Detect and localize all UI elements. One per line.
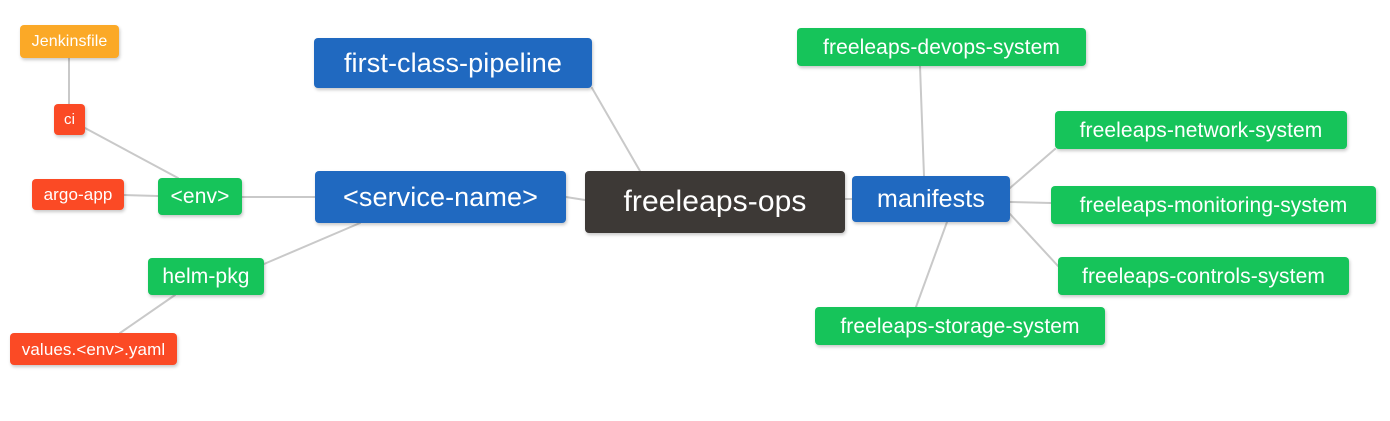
node-label: <service-name> <box>343 181 538 212</box>
node-label: freeleaps-storage-system <box>840 314 1080 338</box>
node-label: freeleaps-devops-system <box>823 35 1060 59</box>
node-freeleaps-storage-system[interactable]: freeleaps-storage-system <box>815 307 1105 345</box>
node-helm-pkg[interactable]: helm-pkg <box>148 258 264 295</box>
node-freeleaps-monitoring-system[interactable]: freeleaps-monitoring-system <box>1051 186 1376 224</box>
node-freeleaps-network-system[interactable]: freeleaps-network-system <box>1055 111 1347 149</box>
node-freeleaps-devops-system[interactable]: freeleaps-devops-system <box>797 28 1086 66</box>
node-label: manifests <box>877 184 985 213</box>
node-label: helm-pkg <box>162 265 250 288</box>
node-label: values.<env>.yaml <box>21 339 166 359</box>
node-label: freeleaps-network-system <box>1079 118 1323 142</box>
node-label: <env> <box>170 185 230 208</box>
edge-manifests-to-freeleaps-storage-system <box>915 221 948 308</box>
node-label: Jenkinsfile <box>31 32 108 50</box>
edge-ci-to-env <box>84 127 179 179</box>
node-freeleaps-ops[interactable]: freeleaps-ops <box>585 171 845 233</box>
node-label: freeleaps-ops <box>623 185 807 218</box>
edge-service-name-to-freeleaps-ops <box>565 196 586 201</box>
node-freeleaps-controls-system[interactable]: freeleaps-controls-system <box>1058 257 1349 295</box>
node-argo-app[interactable]: argo-app <box>32 179 124 210</box>
node-label: argo-app <box>43 185 113 204</box>
edge-first-class-pipeline-to-freeleaps-ops <box>591 87 641 172</box>
edge-manifests-to-freeleaps-network-system <box>1009 148 1056 189</box>
edge-manifests-to-freeleaps-monitoring-system <box>1009 201 1052 204</box>
node-manifests[interactable]: manifests <box>852 176 1010 222</box>
edge-argo-app-to-env <box>123 194 159 197</box>
node-service-name[interactable]: <service-name> <box>315 171 566 223</box>
node-values-env-yaml[interactable]: values.<env>.yaml <box>10 333 177 365</box>
node-first-class-pipeline[interactable]: first-class-pipeline <box>314 38 592 88</box>
edge-manifests-to-freeleaps-devops-system <box>919 65 925 177</box>
edge-values-env-yaml-to-helm-pkg <box>119 294 176 334</box>
node-label: first-class-pipeline <box>343 47 563 78</box>
node-label: freeleaps-monitoring-system <box>1079 193 1348 217</box>
node-label: freeleaps-controls-system <box>1082 264 1325 288</box>
node-jenkinsfile[interactable]: Jenkinsfile <box>20 25 119 58</box>
node-env[interactable]: <env> <box>158 178 242 215</box>
edge-helm-pkg-to-service-name <box>263 222 361 265</box>
node-ci[interactable]: ci <box>54 104 85 135</box>
node-label: ci <box>63 111 76 128</box>
